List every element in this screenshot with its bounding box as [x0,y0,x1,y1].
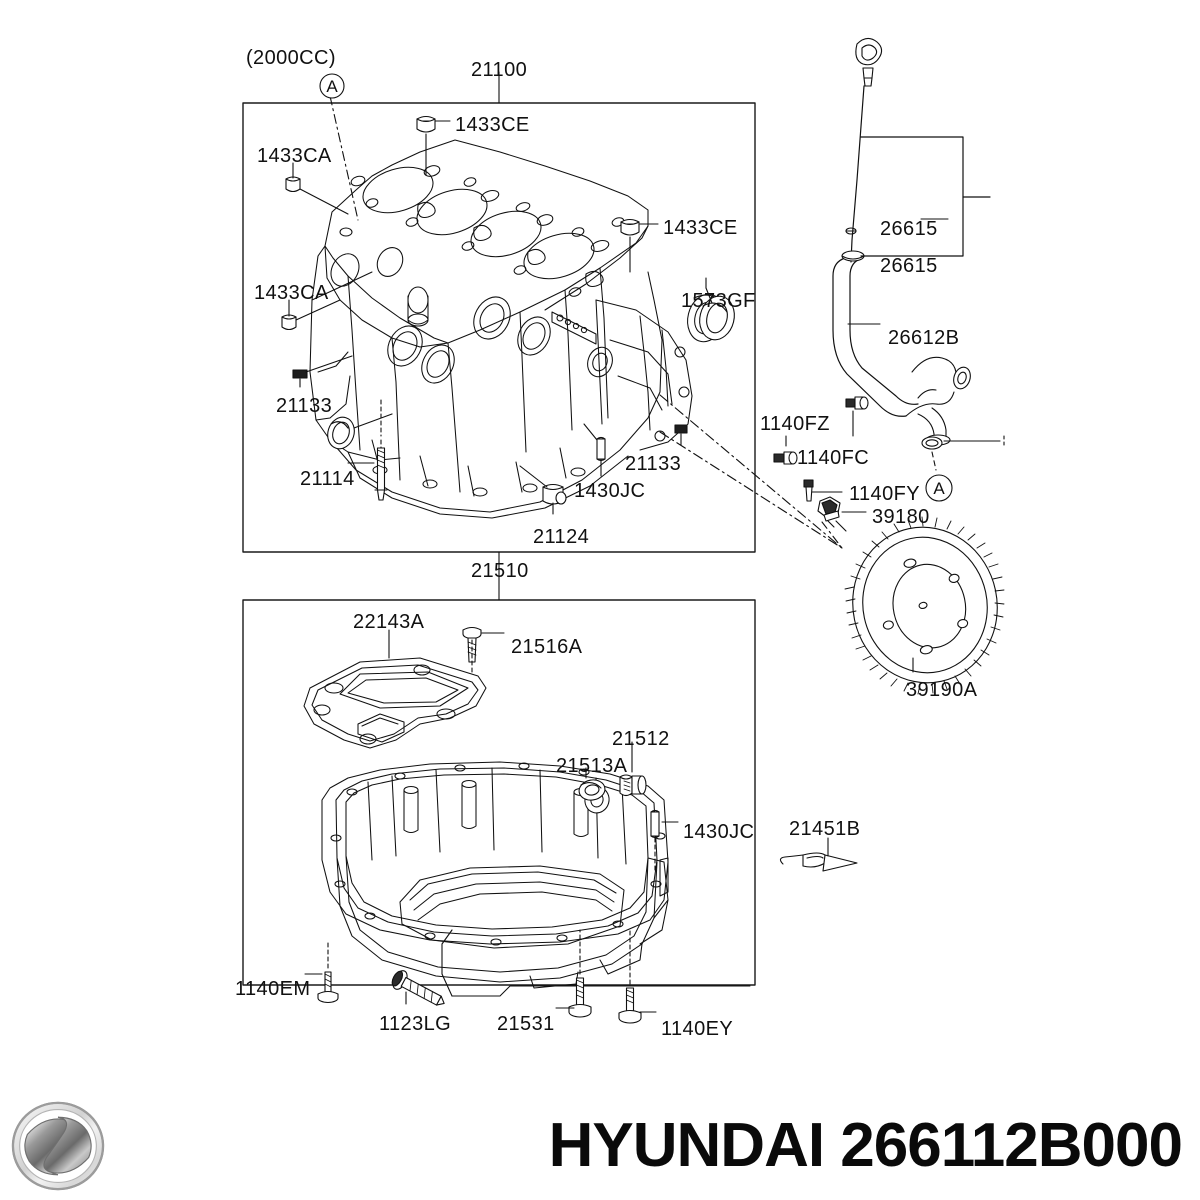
label-26615-lower: 26615 [880,255,938,277]
hyundai-logo [11,1101,105,1191]
footer-bar: HYUNDAI 266112B000 [0,1092,1200,1200]
label-1430jc-upper: 1430JC [574,480,646,502]
label-1140em: 1140EM [235,978,311,1000]
label-1573gf: 1573GF [681,290,756,312]
label-1140fz: 1140FZ [760,413,830,435]
label-1140ey: 1140EY [661,1018,734,1040]
label-1140fc: 1140FC [797,447,870,469]
label-21510: 21510 [471,560,529,582]
label-21100: 21100 [471,59,528,81]
label-26612b: 26612B [888,327,960,349]
svg-text:A: A [933,479,945,498]
label-1433ce-top: 1433CE [455,114,530,136]
label-39180: 39180 [872,506,930,528]
label-note-2000cc: (2000CC) [246,47,336,69]
label-21451b: 21451B [789,818,861,840]
label-1430jc-lower: 1430JC [683,821,755,843]
label-39190a: 39190A [906,679,978,701]
label-21133-right: 21133 [625,453,682,475]
label-26615-upper: 26615 [880,218,938,240]
label-21114: 21114 [300,468,355,490]
label-21516a: 21516A [511,636,583,658]
label-21512: 21512 [612,728,670,750]
label-21513a: 21513A [556,755,628,777]
label-21531: 21531 [497,1013,555,1035]
label-1433ca-lower: 1433CA [254,282,329,304]
label-21124: 21124 [533,526,590,548]
footer-brand-and-part-number: HYUNDAI 266112B000 [548,1111,1183,1180]
label-1140fy: 1140FY [849,483,920,505]
label-1433ca-upper: 1433CA [257,145,332,167]
label-1433ce-right: 1433CE [663,217,738,239]
svg-text:A: A [326,77,338,96]
label-21133-left: 21133 [276,395,333,417]
label-22143a: 22143A [353,611,425,633]
label-1123lg: 1123LG [379,1013,452,1035]
